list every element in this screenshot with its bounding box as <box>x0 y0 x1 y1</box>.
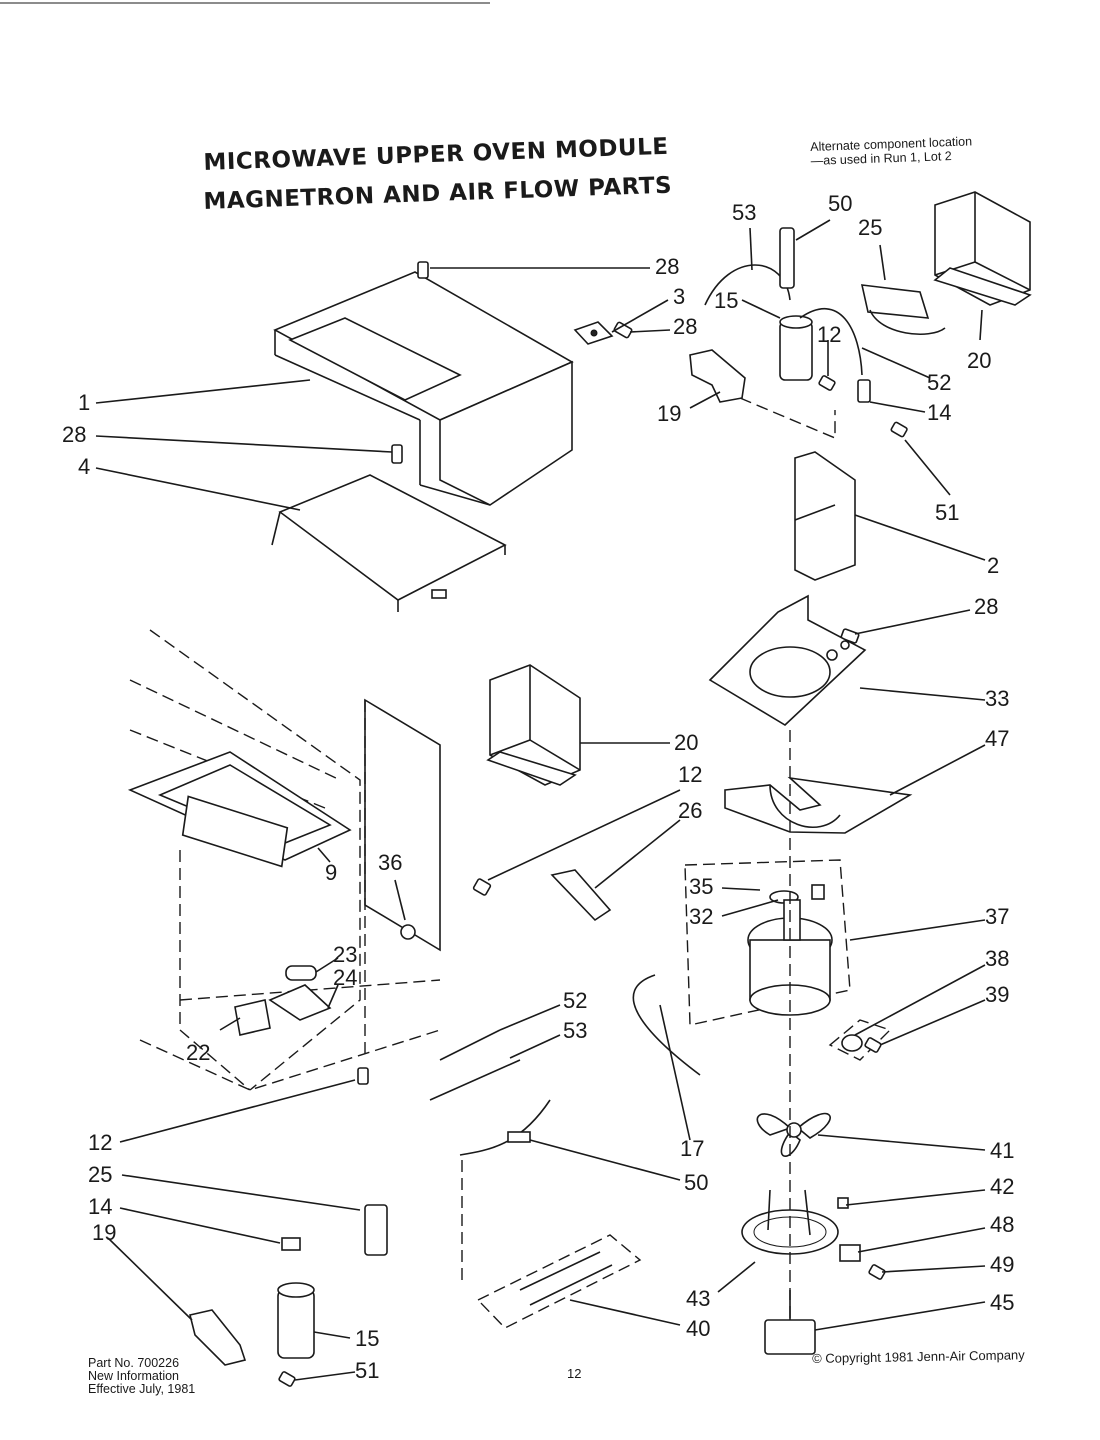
part-3-bracket <box>573 321 614 345</box>
callout-17: 17 <box>680 1136 705 1161</box>
callout-40: 40 <box>686 1316 711 1341</box>
transformer-20-alt <box>933 191 1032 306</box>
part-38-39 <box>828 1019 892 1061</box>
callout-53-a: 53 <box>732 200 757 225</box>
callout-43: 43 <box>686 1286 711 1311</box>
transformer-20 <box>486 664 581 786</box>
callout-19-a: 19 <box>657 401 682 426</box>
callout-28-a: 28 <box>655 254 680 279</box>
alt-part-25-rectifier <box>860 284 946 335</box>
callout-41: 41 <box>990 1138 1015 1163</box>
callout-37: 37 <box>985 904 1010 929</box>
part-4-tray <box>271 474 507 612</box>
callout-45: 45 <box>990 1290 1015 1315</box>
callout-12-b: 12 <box>678 762 703 787</box>
lower-capacitor-group <box>189 1204 388 1387</box>
callout-20-b: 20 <box>674 730 699 755</box>
callout-24: 24 <box>333 965 358 990</box>
callout-52-b: 52 <box>563 988 588 1013</box>
part-9-magnetron <box>127 751 352 868</box>
wire-harnesses <box>429 974 701 1280</box>
footer-effective-date: Effective July, 1981 <box>88 1382 196 1396</box>
part-1-housing <box>273 271 574 506</box>
callout-14-b: 14 <box>88 1194 113 1219</box>
callout-38: 38 <box>985 946 1010 971</box>
callout-50-b: 50 <box>684 1170 709 1195</box>
callout-49: 49 <box>990 1252 1015 1277</box>
callout-47: 47 <box>985 726 1010 751</box>
callout-25-a: 25 <box>858 215 883 240</box>
callout-25-b: 25 <box>88 1162 113 1187</box>
callout-39: 39 <box>985 982 1010 1007</box>
callout-23: 23 <box>333 942 358 967</box>
callout-53-b: 53 <box>563 1018 588 1043</box>
callout-36: 36 <box>378 850 403 875</box>
callout-35: 35 <box>689 874 714 899</box>
callout-42: 42 <box>990 1174 1015 1199</box>
callout-32: 32 <box>689 904 714 929</box>
center-panel <box>234 698 612 1085</box>
callout-22: 22 <box>186 1040 211 1065</box>
alt-capacitor-group <box>689 227 908 440</box>
footer-part-info: Part No. 700226 New Information Effectiv… <box>88 1357 195 1396</box>
part-2-duct <box>794 451 856 581</box>
callout-28-c: 28 <box>62 422 87 447</box>
callout-12-c: 12 <box>88 1130 113 1155</box>
callout-1: 1 <box>78 390 91 415</box>
callout-26: 26 <box>678 798 703 823</box>
callout-12-a: 12 <box>817 322 842 347</box>
callout-14-a: 14 <box>927 400 952 425</box>
callout-52-a: 52 <box>927 370 952 395</box>
callout-28-b: 28 <box>673 314 698 339</box>
callout-3: 3 <box>673 284 686 309</box>
callout-20-a: 20 <box>967 348 992 373</box>
callout-19-b: 19 <box>92 1220 117 1245</box>
callout-9: 9 <box>325 860 338 885</box>
leader-lines <box>95 219 986 1381</box>
callout-15-b: 15 <box>355 1326 380 1351</box>
callout-48: 48 <box>990 1212 1015 1237</box>
oven-cavity <box>129 629 441 1091</box>
callout-51-b: 51 <box>355 1358 380 1383</box>
part-40-kit <box>476 1234 642 1329</box>
callout-51-a: 51 <box>935 500 960 525</box>
part-47-shroud <box>724 776 913 834</box>
page-number: 12 <box>567 1366 582 1381</box>
footer-part-number: Part No. 700226 <box>88 1356 180 1370</box>
callout-4: 4 <box>78 454 91 479</box>
callout-50-a: 50 <box>828 191 853 216</box>
footer-new-information: New Information <box>88 1369 180 1383</box>
part-33-plate <box>708 594 867 726</box>
callout-33: 33 <box>985 686 1010 711</box>
callout-2: 2 <box>987 553 1000 578</box>
callout-28-d: 28 <box>974 594 999 619</box>
callout-15-a: 15 <box>714 288 739 313</box>
